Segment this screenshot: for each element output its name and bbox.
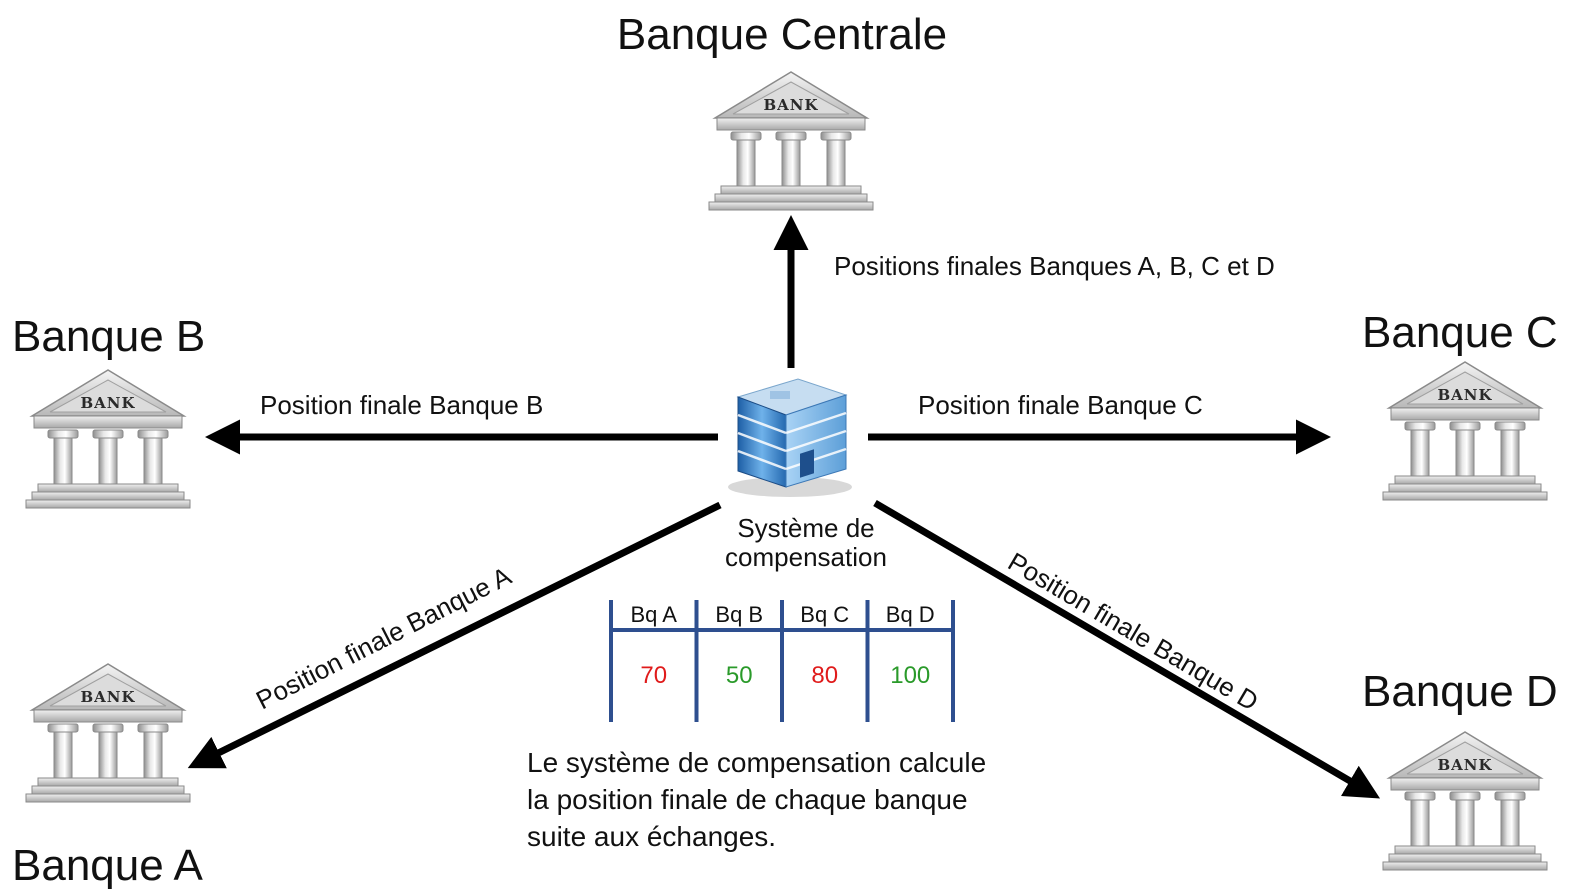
positions-table: Bq A 70 Bq B 50 Bq C 80 Bq D 100 bbox=[609, 600, 955, 722]
table-text: Bq A 70 Bq B 50 Bq C 80 Bq D 100 bbox=[631, 602, 935, 689]
edge-label-to-bank-a: Position finale Banque A bbox=[251, 560, 516, 715]
bank-b-icon-text: BANK bbox=[80, 394, 135, 412]
caption-line3: suite aux échanges. bbox=[527, 821, 776, 852]
table-header-1: Bq B bbox=[715, 602, 763, 627]
bank-c-icon: BANK bbox=[1382, 361, 1548, 501]
arrow-to-bank-a bbox=[187, 501, 722, 769]
bank-a-icon: BANK bbox=[25, 663, 191, 803]
edge-label-to-bank-d: Position finale Banque D bbox=[1003, 546, 1264, 716]
bank-d-title: Banque D bbox=[1362, 667, 1558, 716]
bank-central-title: Banque Centrale bbox=[617, 10, 947, 59]
table-value-1: 50 bbox=[726, 662, 753, 689]
arrow-to-bank-d bbox=[873, 499, 1381, 799]
bank-c-title: Banque C bbox=[1362, 308, 1558, 357]
office-building-icon bbox=[728, 378, 852, 497]
caption-line1: Le système de compensation calcule bbox=[527, 747, 986, 778]
table-value-2: 80 bbox=[811, 662, 838, 689]
bank-b-icon: BANK bbox=[25, 369, 191, 509]
edge-label-to-central: Positions finales Banques A, B, C et D bbox=[834, 251, 1275, 281]
bank-c-icon-text: BANK bbox=[1437, 386, 1492, 404]
bank-central-icon: BANK bbox=[708, 71, 874, 211]
table-value-3: 100 bbox=[890, 662, 930, 689]
bank-central-icon-text: BANK bbox=[763, 96, 818, 114]
table-lines bbox=[609, 600, 955, 722]
table-value-0: 70 bbox=[640, 662, 667, 689]
bank-a-icon-text: BANK bbox=[80, 688, 135, 706]
bank-a-title: Banque A bbox=[12, 841, 203, 890]
table-header-3: Bq D bbox=[886, 602, 935, 627]
bank-d-icon: BANK bbox=[1382, 731, 1548, 871]
bank-b-title: Banque B bbox=[12, 312, 205, 361]
bank-d-icon-text: BANK bbox=[1437, 756, 1492, 774]
arrows bbox=[187, 215, 1381, 799]
edge-label-to-bank-b: Position finale Banque B bbox=[260, 390, 543, 420]
center-label-line2: compensation bbox=[725, 542, 887, 572]
caption-line2: la position finale de chaque banque bbox=[527, 784, 968, 815]
edge-label-to-bank-c: Position finale Banque C bbox=[918, 390, 1203, 420]
table-header-0: Bq A bbox=[631, 602, 678, 627]
center-label-line1: Système de bbox=[737, 513, 874, 543]
table-header-2: Bq C bbox=[800, 602, 849, 627]
